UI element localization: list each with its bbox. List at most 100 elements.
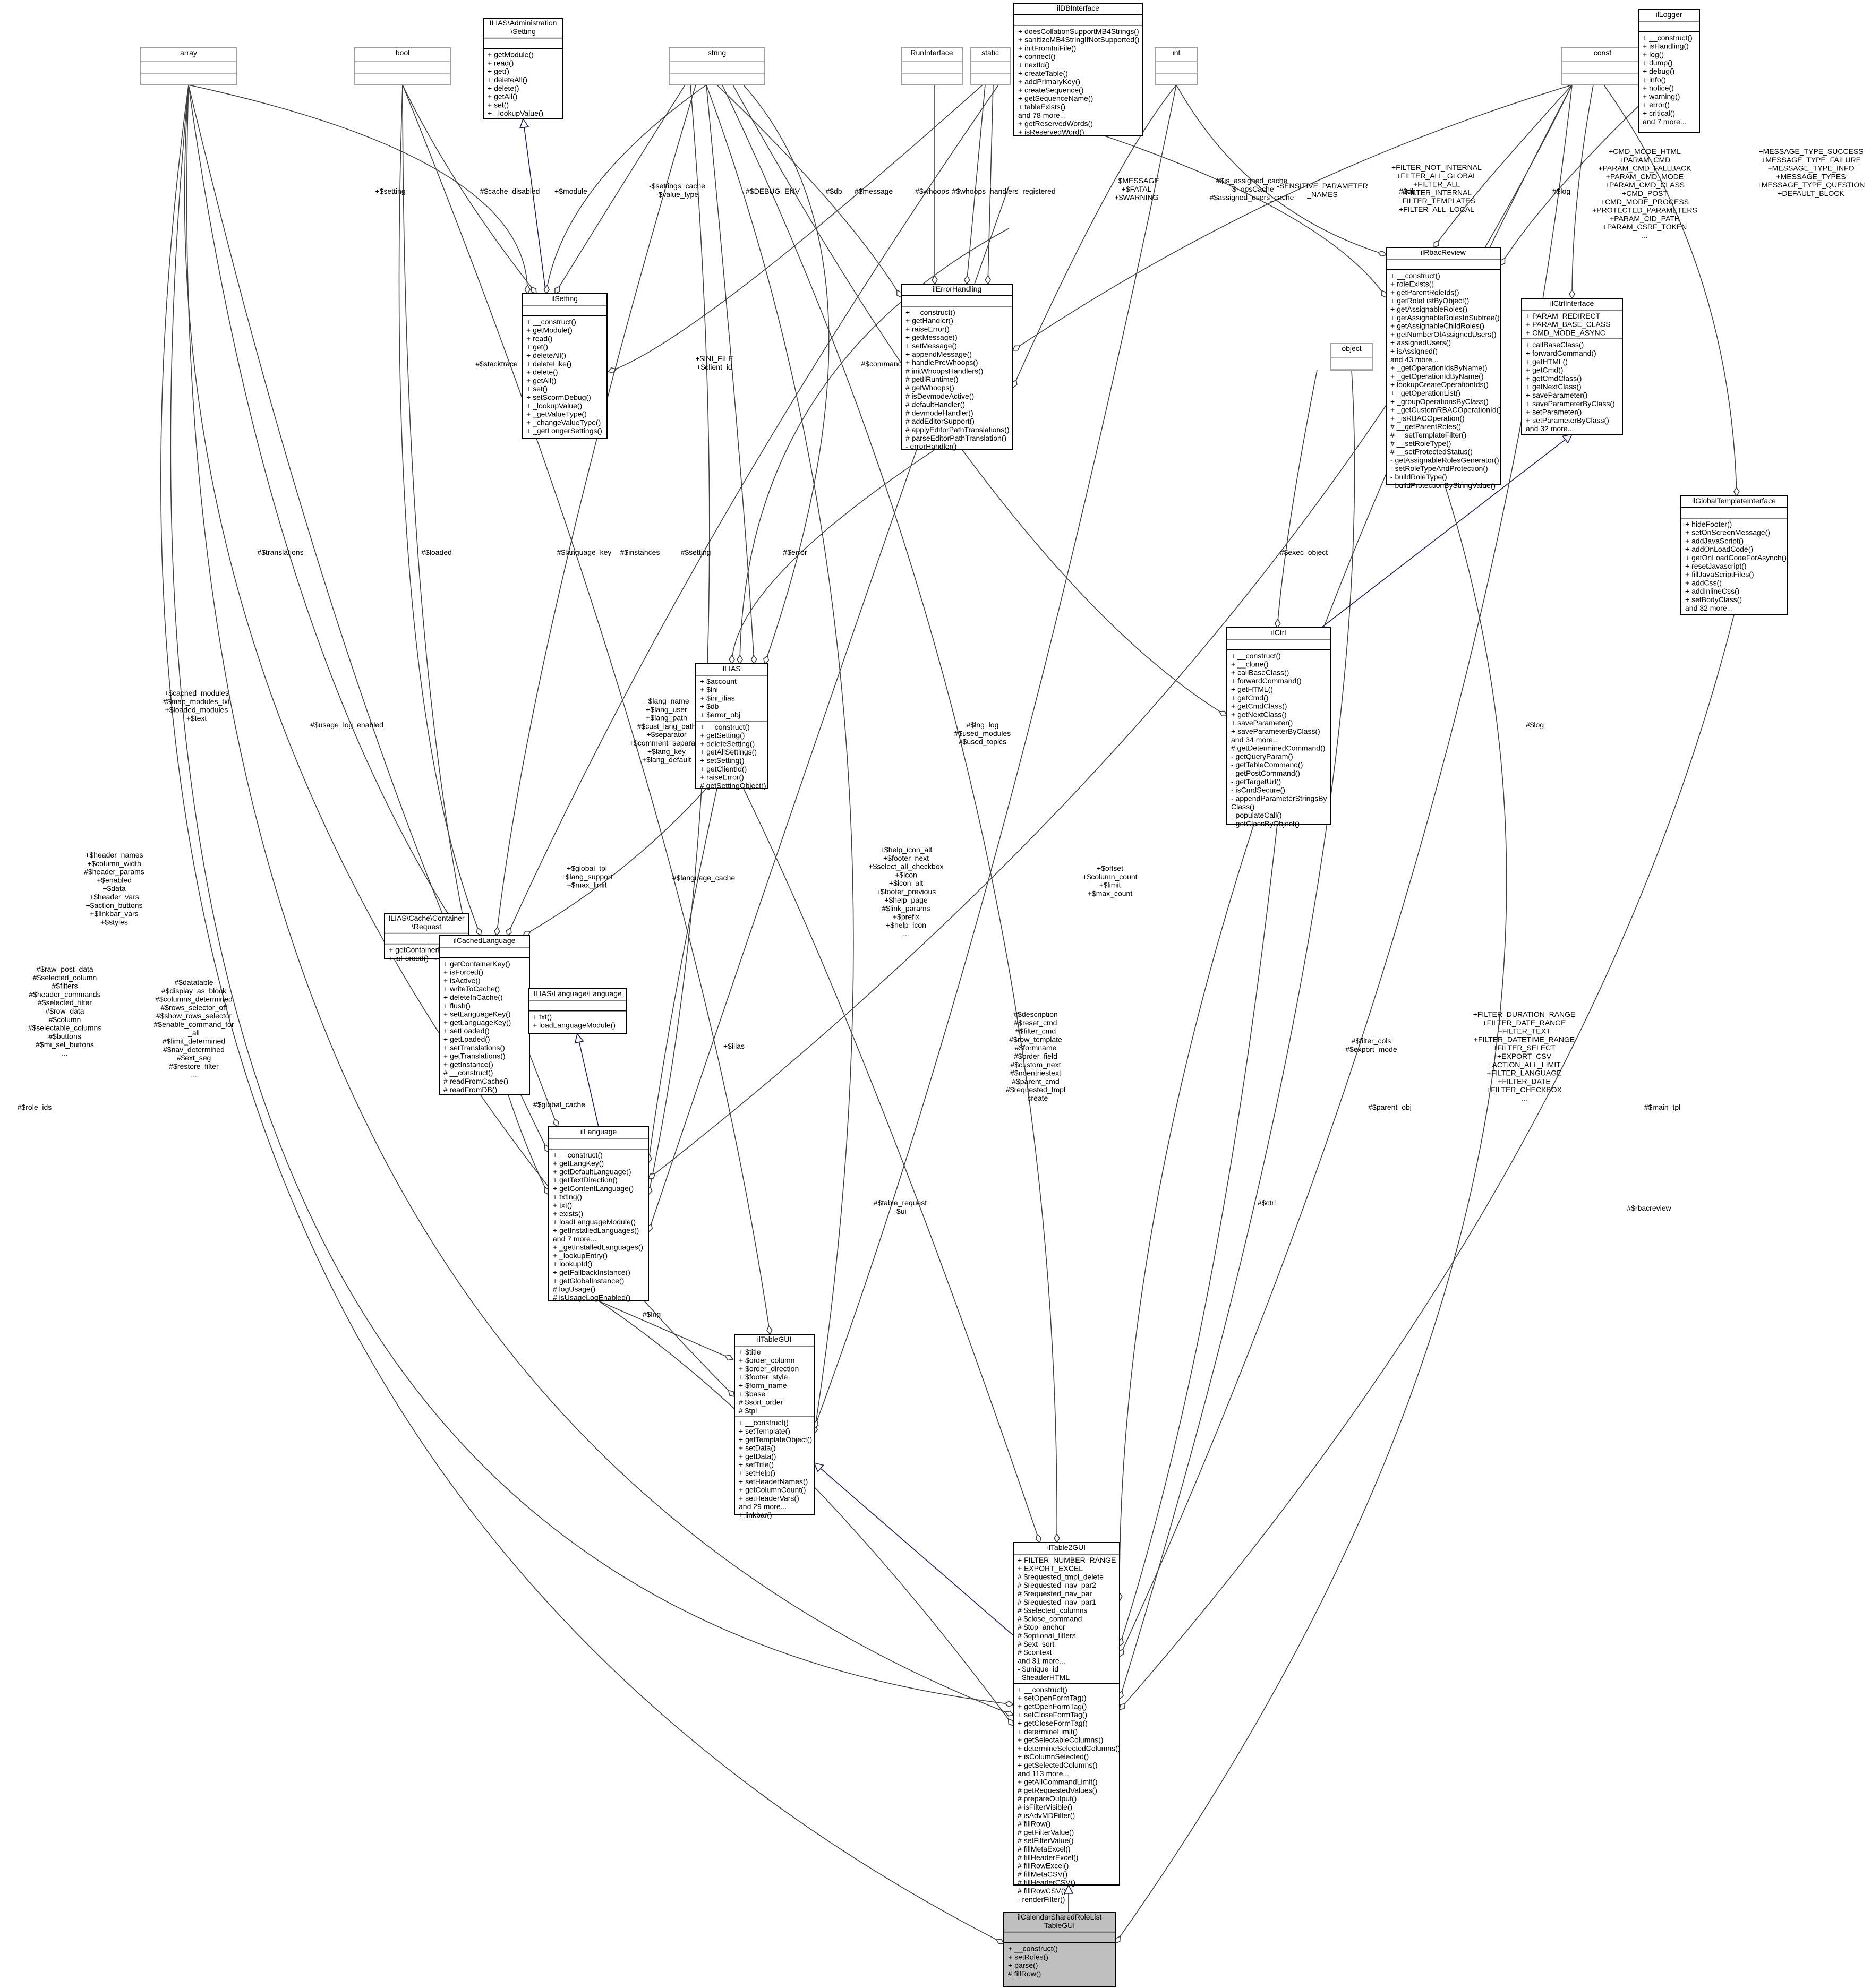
edge-label: #$db: [1399, 187, 1415, 195]
edge-label: +$INI_FILE+$client_id: [695, 354, 733, 371]
class-method: + handlePreWhoops(): [905, 358, 978, 367]
class-box-ilctrl[interactable]: ilCtrl+ __construct()+ __clone()+ callBa…: [1226, 627, 1331, 828]
class-box-ilerrorhandling[interactable]: ilErrorHandling+ __construct()+ getHandl…: [901, 284, 1013, 451]
edge-label: #$parent_obj: [1368, 1103, 1412, 1111]
edge-label-line: #$language_key: [557, 548, 612, 556]
aggregation-diamond: [531, 286, 537, 295]
edge-label-line: #$message: [855, 187, 893, 195]
class-box-frame: [140, 47, 237, 85]
class-method: and 7 more...: [553, 1235, 597, 1243]
edge-label-line: #$restore_filter: [169, 1062, 219, 1070]
class-attribute: + $error_obj: [700, 710, 740, 719]
edge-label: #$cache_disabled: [480, 187, 540, 195]
class-method: + doesCollationSupportMB4Strings(): [1018, 27, 1139, 36]
class-name: ilCachedLanguage: [454, 936, 516, 945]
edge-label-line: #$nav_determined: [163, 1045, 225, 1053]
class-method: + getHTML(): [1231, 685, 1273, 693]
class-box-ilsetting[interactable]: ilSetting+ __construct()+ getModule()+ r…: [522, 293, 608, 439]
class-method: + _getInstalledLanguages(): [553, 1243, 643, 1252]
class-method: + tableExists(): [1018, 102, 1065, 111]
class-box-array[interactable]: array: [140, 47, 237, 85]
class-box-frame: [1638, 9, 1700, 133]
class-box-ildbinterface[interactable]: ilDBInterface+ doesCollationSupportMB4St…: [1013, 3, 1143, 136]
class-method: - getQueryParam(): [1231, 752, 1293, 760]
edge-label-line: #$row_template: [1009, 1035, 1062, 1043]
association-edge: [1119, 614, 1735, 1710]
edge-label-line: #$rbacreview: [1627, 1204, 1671, 1212]
edge-label: -$settings_cache-$value_type: [649, 182, 705, 199]
class-box-iltablegui[interactable]: ilTableGUI+ $title+ $order_column+ $orde…: [734, 1334, 815, 1519]
edge-label-line: #$parent_cmd: [1012, 1077, 1060, 1085]
class-method: # addEditorSupport(): [905, 417, 975, 425]
class-method: + notice(): [1643, 84, 1674, 92]
aggregation-diamond: [724, 1355, 734, 1361]
association-edge: [648, 788, 717, 1163]
class-attribute: + CMD_MODE_ASYNC: [1526, 328, 1605, 337]
edge-label-line: +$header_names: [85, 851, 143, 859]
edge-label-line: +$loaded_modules: [165, 706, 228, 714]
class-box-ilglobaltemplate[interactable]: ilGlobalTemplateInterface+ hideFooter()+…: [1680, 495, 1788, 615]
association-edge: [1119, 84, 1573, 1601]
class-method: + txt(): [553, 1201, 572, 1210]
class-box-const[interactable]: const: [1561, 47, 1644, 85]
aggregation-diamond: [607, 367, 617, 374]
edge-label-line: +PARAM_CMD_MODE: [1606, 172, 1684, 181]
class-method: + saveParameter(): [1526, 391, 1587, 399]
edge-label-line: -$settings_cache: [649, 182, 705, 190]
class-box-langlanguage[interactable]: ILIAS\Language\Language+ txt()+ loadLang…: [528, 988, 627, 1034]
class-box-object[interactable]: object: [1330, 343, 1373, 371]
class-method: + __construct(): [700, 723, 750, 731]
class-method: + isReservedWord(): [1018, 127, 1084, 136]
class-box-illogger[interactable]: ilLogger+ __construct()+ isHandling()+ l…: [1638, 9, 1700, 133]
class-attribute: + $db: [700, 702, 719, 710]
association-edge: [529, 1053, 558, 1127]
class-method: + setHeaderVars(): [739, 1494, 799, 1502]
class-method: + setTranslations(): [443, 1043, 505, 1052]
edge-label-line: #$column: [49, 1015, 81, 1024]
edge-label-line: +$footer_next: [883, 854, 929, 862]
class-method: - getTargetUrl(): [1231, 777, 1281, 786]
class-box-int[interactable]: int: [1155, 47, 1198, 85]
class-method: + getHandler(): [905, 316, 953, 325]
class-method: # logUsage(): [553, 1285, 595, 1293]
class-box-ilrbacreview[interactable]: ilRbacReview+ __construct()+ roleExists(…: [1386, 247, 1501, 490]
class-box-static[interactable]: static: [970, 47, 1011, 85]
association-edge: [743, 788, 1040, 1543]
class-box-string[interactable]: string: [669, 47, 765, 85]
class-name: RunInterface: [910, 48, 953, 57]
class-attribute: # $top_anchor: [1018, 1623, 1065, 1631]
class-method: + getContentLanguage(): [553, 1184, 634, 1193]
inheritance-edge: [1321, 434, 1573, 628]
edge-label-line: +MESSAGE_TYPE_SUCCESS: [1758, 147, 1863, 156]
class-box-runinterface[interactable]: RunInterface: [901, 47, 963, 85]
association-edge: [186, 84, 1014, 1716]
edge-label: #$is_assigned_cache-$_opsCache#$assigned…: [1210, 176, 1294, 202]
class-box-ilctrlinterface[interactable]: ilCtrlInterface+ PARAM_REDIRECT+ PARAM_B…: [1521, 298, 1623, 435]
edge-label-line: +$data: [102, 884, 125, 893]
class-box-illanguage[interactable]: ilLanguage+ __construct()+ getLangKey()+…: [548, 1126, 649, 1301]
class-method: + connect(): [1018, 52, 1055, 61]
class-method: + getAll(): [526, 376, 556, 384]
class-box-ilcachedlanguage[interactable]: ilCachedLanguage+ getContainerKey()+ isF…: [439, 935, 530, 1095]
class-method: + __construct(): [553, 1151, 603, 1159]
class-name: ilCtrl: [1271, 628, 1286, 637]
class-box-bool[interactable]: bool: [354, 47, 451, 85]
class-box-iltable2gui[interactable]: ilTable2GUI+ FILTER_NUMBER_RANGE+ EXPORT…: [1013, 1542, 1120, 1904]
edge-label-line: +$lang_user: [646, 705, 687, 714]
class-box-ilias[interactable]: ILIAS+ $account+ $ini+ $ini_ilias+ $db+ …: [695, 663, 768, 790]
edge-label-line: +$select_all_checkbox: [868, 862, 943, 871]
class-method: # applyEditorPathTranslations(): [905, 425, 1010, 434]
class-attribute: # $context: [1018, 1648, 1052, 1657]
class-method: + isAssigned(): [1390, 347, 1438, 355]
class-method: - isCmdSecure(): [1231, 786, 1285, 794]
class-method: # fillMetaCSV(): [1018, 1870, 1067, 1878]
class-method: and 29 more...: [739, 1502, 787, 1511]
class-box-admin_setting[interactable]: ILIAS\Administration\Setting+ getModule(…: [483, 18, 563, 119]
class-method: # fillHeaderCSV(): [1018, 1878, 1075, 1887]
class-method: + getCmdClass(): [1231, 702, 1287, 710]
class-method: - errorHandler(): [905, 442, 956, 451]
inheritance-edge: [523, 118, 546, 294]
class-method: + _lookupEntry(): [553, 1251, 608, 1259]
edge-label-line: +$lang_default: [642, 756, 691, 764]
